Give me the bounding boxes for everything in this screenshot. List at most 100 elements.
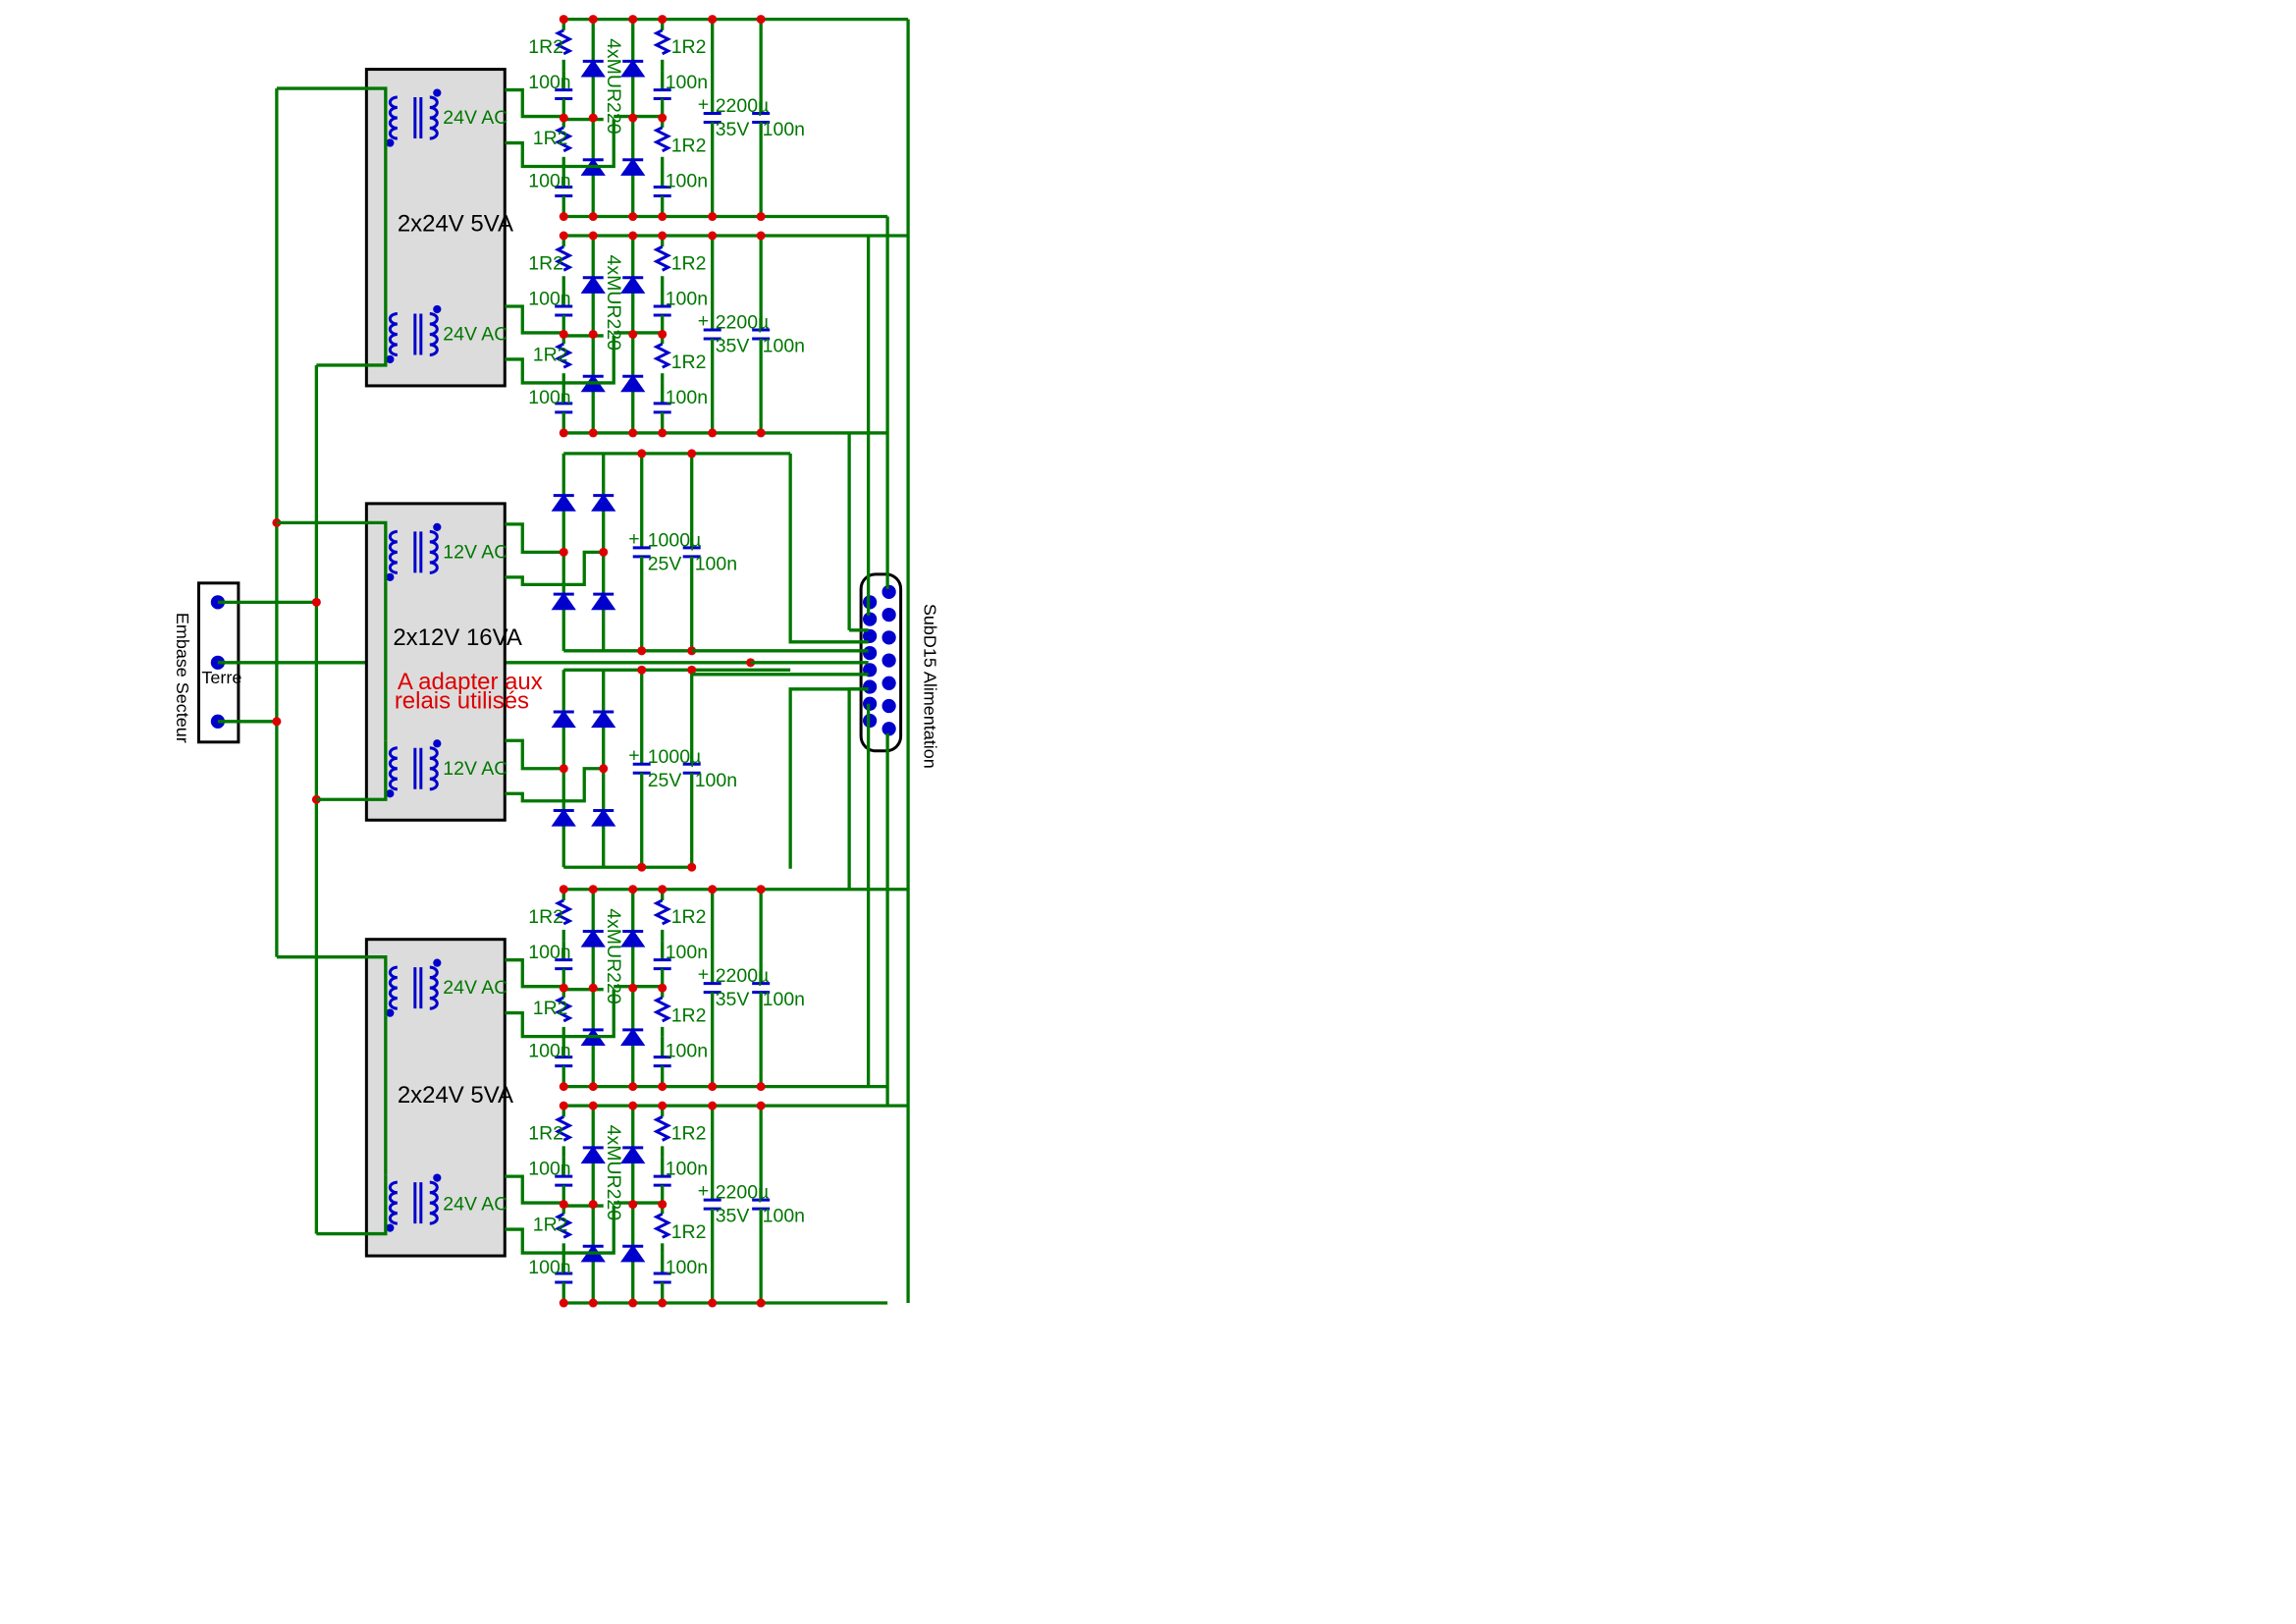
diode-symbol xyxy=(591,710,616,729)
diode-symbol xyxy=(580,275,606,294)
decoupling-cap-value: 100n xyxy=(763,989,805,1010)
polarity-mark: + xyxy=(698,964,709,986)
diode-symbol xyxy=(620,1244,646,1263)
connector-pin xyxy=(881,722,896,736)
polarity-mark: + xyxy=(628,744,639,766)
connector-wiring xyxy=(691,19,910,1304)
polarity-mark: + xyxy=(698,1180,709,1202)
bulk-voltage-value: 35V xyxy=(716,989,750,1010)
resistor-symbol xyxy=(554,898,573,926)
resistor-value: 1R2 xyxy=(533,128,568,149)
polarity-mark: + xyxy=(698,94,709,116)
winding-symbol xyxy=(429,529,439,574)
snubber-cap-value: 100n xyxy=(528,1041,570,1062)
transformer-1-name: 2x24V 5VA xyxy=(398,211,513,238)
resistor-value: 1R2 xyxy=(671,1221,707,1243)
resistor-symbol xyxy=(554,342,573,369)
resistor-value: 1R2 xyxy=(671,135,707,157)
diode-symbol xyxy=(620,275,646,294)
resistor-symbol xyxy=(554,996,573,1023)
subd15-connector: SubD15 Alimentation xyxy=(859,572,940,769)
diode-symbol xyxy=(620,1027,646,1047)
bulk-voltage-value: 35V xyxy=(716,335,750,356)
snubber-cap-value: 100n xyxy=(666,1159,708,1180)
diode-symbol xyxy=(620,374,646,393)
snubber-cap-value: 100n xyxy=(666,942,708,963)
resistor-symbol xyxy=(653,898,672,926)
resistor-symbol xyxy=(554,1115,573,1142)
winding-symbol xyxy=(429,311,439,356)
diode-symbol xyxy=(620,929,646,947)
connector-pin xyxy=(881,607,896,623)
bulk-cap-value: 2200µ xyxy=(716,1182,770,1204)
bulk-voltage-value: 35V xyxy=(716,1206,750,1227)
snubber-cap-value: 100n xyxy=(666,171,708,192)
resistor-symbol xyxy=(653,28,672,56)
connector-pin xyxy=(881,630,896,645)
decoupling-cap-value: 100n xyxy=(695,770,737,791)
diode-symbol xyxy=(580,929,606,947)
polarity-mark: + xyxy=(698,310,709,332)
decoupling-cap-value: 100n xyxy=(763,1206,805,1227)
diode-symbol xyxy=(580,59,606,78)
transformer-2-secondary-top: 12V AC xyxy=(443,541,507,563)
diode-symbol xyxy=(620,59,646,78)
snubber-cap-value: 100n xyxy=(666,288,708,309)
transformer-2-secondary-bottom: 12V AC xyxy=(443,758,507,780)
resistor-symbol xyxy=(554,1212,573,1239)
bulk-voltage-value: 35V xyxy=(716,119,750,140)
diode-symbol xyxy=(591,493,616,512)
resistor-value: 1R2 xyxy=(671,252,707,274)
resistor-value: 1R2 xyxy=(528,906,563,928)
resistor-value: 1R2 xyxy=(671,1123,707,1145)
diode-symbol xyxy=(551,493,576,512)
resistor-value: 1R2 xyxy=(533,344,568,365)
connector-pin xyxy=(881,676,896,690)
diode-part-label: 4xMUR220 xyxy=(603,254,624,351)
transformer-2-name: 2x12V 16VA xyxy=(393,624,521,651)
resistor-value: 1R2 xyxy=(528,1123,563,1145)
connector-label: SubD15 Alimentation xyxy=(921,604,940,769)
winding-symbol xyxy=(388,1180,398,1225)
decoupling-cap-value: 100n xyxy=(763,119,805,140)
resistor-symbol xyxy=(554,244,573,272)
diode-symbol xyxy=(591,592,616,611)
snubber-cap-value: 100n xyxy=(528,72,570,93)
diode-part-label: 4xMUR220 xyxy=(603,38,624,135)
snubber-cap-value: 100n xyxy=(666,1257,708,1278)
snubber-cap-value: 100n xyxy=(528,1159,570,1180)
connector-pin xyxy=(881,698,896,714)
resistor-symbol xyxy=(653,342,672,369)
resistor-value: 1R2 xyxy=(671,906,707,928)
connector-pin xyxy=(862,628,878,643)
earth-label: Terre xyxy=(201,668,241,687)
snubber-cap-value: 100n xyxy=(666,72,708,93)
bulk-cap-value: 2200µ xyxy=(716,311,770,333)
connector-pin xyxy=(862,645,878,661)
polarity-mark: + xyxy=(628,528,639,550)
diode-part-label: 4xMUR220 xyxy=(603,1125,624,1221)
resistor-symbol xyxy=(653,1115,672,1142)
winding-symbol xyxy=(429,1180,439,1225)
diode-symbol xyxy=(620,157,646,176)
resistor-symbol xyxy=(653,126,672,153)
diode-symbol xyxy=(591,808,616,827)
winding-symbol xyxy=(388,95,398,140)
transformer-1-secondary-bottom: 24V AC xyxy=(443,323,507,345)
diode-symbol xyxy=(551,710,576,729)
winding-symbol xyxy=(429,746,439,791)
diode-symbol xyxy=(620,1145,646,1164)
snubber-cap-value: 100n xyxy=(528,942,570,963)
transformer-2-note-1: A adapter aux xyxy=(398,669,543,695)
transformer-2-note-2: relais utilisés xyxy=(395,687,529,714)
winding-symbol xyxy=(388,529,398,574)
decoupling-cap-value: 100n xyxy=(763,335,805,356)
snubber-cap-value: 100n xyxy=(528,171,570,192)
